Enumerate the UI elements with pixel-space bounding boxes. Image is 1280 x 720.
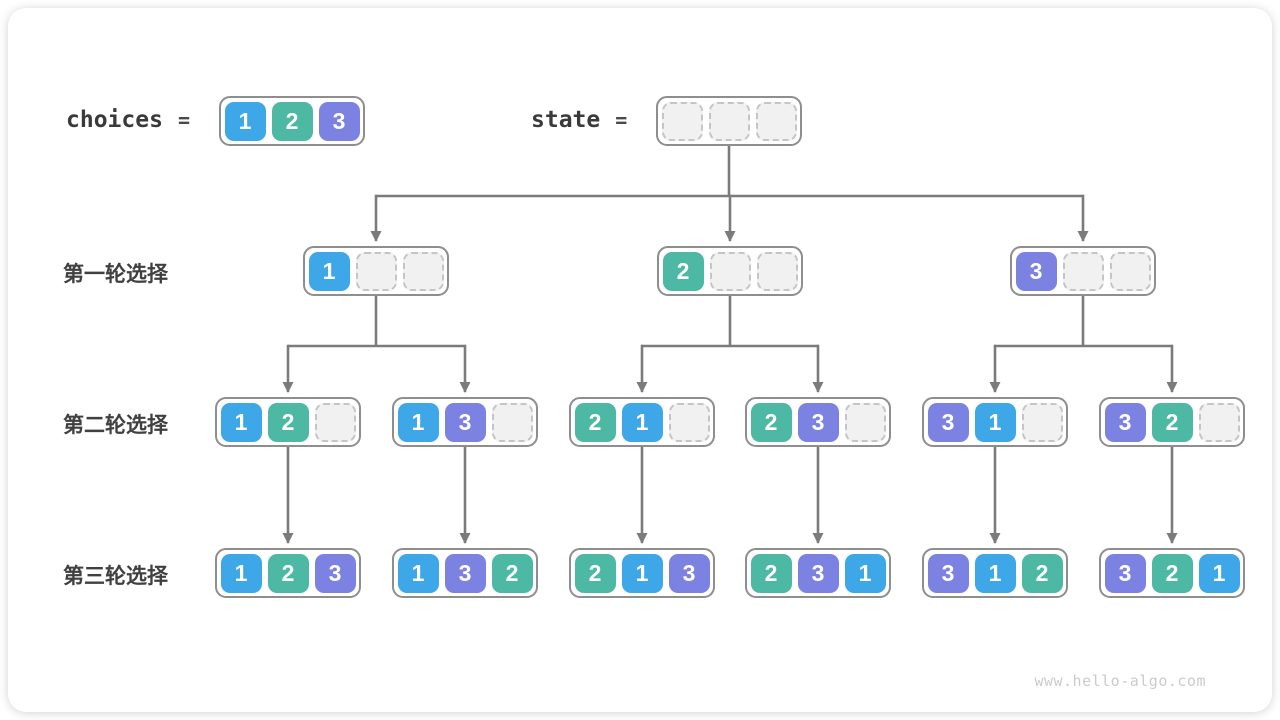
value-cell-1: 1 <box>621 553 663 593</box>
value-cell-1: 1 <box>224 101 266 141</box>
state-box-round1-2: 2 <box>657 246 803 296</box>
state-box <box>656 96 802 146</box>
empty-cell <box>1109 251 1151 291</box>
value-cell-1: 1 <box>974 402 1016 442</box>
state-equals-sign: = <box>615 108 628 132</box>
value-cell-2: 2 <box>750 553 792 593</box>
empty-cell <box>1198 402 1240 442</box>
value-cell-3: 3 <box>927 402 969 442</box>
value-cell-3: 3 <box>444 402 486 442</box>
value-cell-2: 2 <box>662 251 704 291</box>
row-label-round-3: 第三轮选择 <box>63 565 168 588</box>
value-cell-3: 3 <box>314 553 356 593</box>
value-cell-1: 1 <box>220 402 262 442</box>
choices-label: choices <box>66 107 163 133</box>
value-cell-1: 1 <box>621 402 663 442</box>
empty-cell <box>314 402 356 442</box>
value-cell-1: 1 <box>220 553 262 593</box>
empty-cell <box>709 251 751 291</box>
value-cell-2: 2 <box>750 402 792 442</box>
value-cell-2: 2 <box>1151 553 1193 593</box>
choices-label-group: choices = <box>66 95 190 145</box>
row-label-round-1: 第一轮选择 <box>63 263 168 286</box>
value-cell-3: 3 <box>444 553 486 593</box>
value-cell-3: 3 <box>1104 553 1146 593</box>
value-cell-3: 3 <box>1104 402 1146 442</box>
empty-cell <box>755 101 797 141</box>
value-cell-3: 3 <box>1015 251 1057 291</box>
empty-cell <box>1062 251 1104 291</box>
value-cell-2: 2 <box>574 402 616 442</box>
value-cell-1: 1 <box>397 553 439 593</box>
value-cell-2: 2 <box>267 402 309 442</box>
empty-cell <box>756 251 798 291</box>
state-label: state <box>531 107 601 133</box>
value-cell-3: 3 <box>797 402 839 442</box>
value-cell-1: 1 <box>397 402 439 442</box>
empty-cell <box>402 251 444 291</box>
value-cell-2: 2 <box>1151 402 1193 442</box>
empty-cell <box>355 251 397 291</box>
value-cell-1: 1 <box>1198 553 1240 593</box>
value-cell-3: 3 <box>318 101 360 141</box>
empty-cell <box>661 101 703 141</box>
empty-cell <box>844 402 886 442</box>
state-box-round1-1: 1 <box>303 246 449 296</box>
choices-equals-sign: = <box>177 108 190 132</box>
state-box-round1-3: 3 <box>1010 246 1156 296</box>
value-cell-1: 1 <box>844 553 886 593</box>
empty-cell <box>708 101 750 141</box>
empty-cell <box>1021 402 1063 442</box>
value-cell-2: 2 <box>271 101 313 141</box>
value-cell-2: 2 <box>267 553 309 593</box>
tree-connectors <box>282 144 1178 544</box>
value-cell-1: 1 <box>974 553 1016 593</box>
value-cell-2: 2 <box>491 553 533 593</box>
value-cell-3: 3 <box>668 553 710 593</box>
value-cell-1: 1 <box>308 251 350 291</box>
watermark: www.hello-algo.com <box>1034 672 1206 690</box>
empty-cell <box>668 402 710 442</box>
row-label-round-2: 第二轮选择 <box>63 414 168 437</box>
empty-cell <box>491 402 533 442</box>
value-cell-3: 3 <box>927 553 969 593</box>
value-cell-2: 2 <box>574 553 616 593</box>
state-label-group: state = <box>531 95 627 145</box>
value-cell-3: 3 <box>797 553 839 593</box>
value-cell-2: 2 <box>1021 553 1063 593</box>
